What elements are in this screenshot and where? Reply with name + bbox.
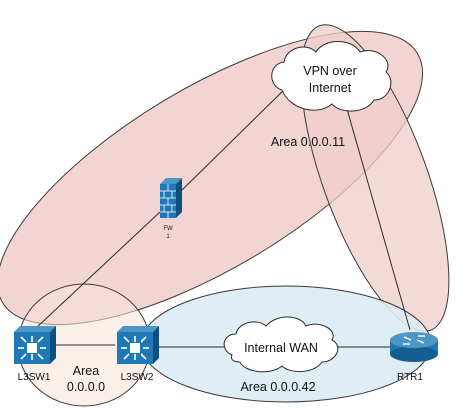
vpn-cloud-label-line1: VPN over — [303, 64, 357, 78]
vpn-cloud-label-line2: Internet — [309, 81, 352, 95]
l3sw2-device: L3SW2 — [117, 326, 159, 383]
layer3-switch-icon — [14, 326, 56, 364]
wan-cloud-shape — [223, 316, 339, 373]
wan-cloud-label: Internal WAN — [244, 341, 318, 355]
area-42-label: Area 0.0.0.42 — [240, 380, 315, 394]
wan-cloud: Internal WAN — [223, 316, 339, 373]
links — [35, 85, 411, 348]
vpn-cloud-shape — [271, 41, 392, 112]
layer3-switch-icon — [117, 326, 159, 364]
rtr1-label: RTR1 — [397, 372, 423, 383]
link-fw-vpn — [181, 85, 289, 191]
l3sw2-label: L3SW2 — [121, 372, 154, 383]
area-0-label-line1: Area — [73, 364, 99, 378]
router-icon — [390, 332, 438, 362]
fw1-label-line2: 1 — [166, 234, 170, 240]
vpn-cloud: VPN over Internet — [271, 41, 392, 112]
fw1-label-line1: FW — [163, 226, 173, 232]
firewall-icon — [160, 178, 182, 218]
link-vpn-rtr1 — [344, 101, 411, 331]
area-0-label-line2: 0.0.0.0 — [67, 380, 105, 394]
l3sw1-device: L3SW1 — [14, 326, 56, 383]
l3sw1-label: L3SW1 — [18, 372, 51, 383]
rtr1-device: RTR1 — [390, 332, 438, 383]
area-11-label: Area 0.0.0.11 — [271, 135, 345, 149]
fw1-device: FW 1 — [160, 178, 182, 240]
link-l3sw1-fw — [35, 211, 161, 329]
